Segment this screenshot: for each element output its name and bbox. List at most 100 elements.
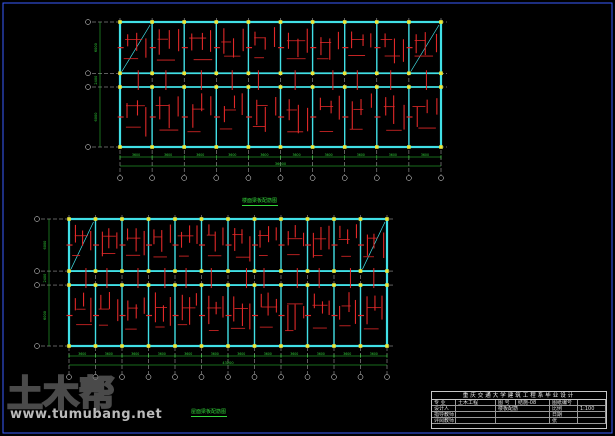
grid-axis-bubble: [119, 374, 125, 380]
column-mark: [375, 145, 379, 149]
column-mark: [375, 71, 379, 76]
tumubang-logo-icon: 土木帮: [6, 373, 116, 416]
grid-axis-bubble: [304, 374, 311, 380]
bay-dimension-label: 3600: [237, 352, 245, 356]
column-mark: [67, 283, 71, 287]
column-mark: [120, 344, 124, 348]
column-mark: [385, 269, 389, 273]
column-mark: [439, 71, 443, 76]
title-block-value: [456, 418, 496, 424]
column-mark: [93, 217, 98, 221]
grid-axis-bubble: [85, 84, 91, 90]
column-mark: [279, 344, 283, 348]
grid-axis-bubble: [213, 175, 220, 181]
title-block-value: [578, 412, 606, 418]
left-dimension-label: 6000: [43, 241, 47, 250]
title-block-label: [496, 418, 550, 424]
grid-axis-bubble: [85, 144, 91, 150]
left-dimension-label: 2400: [43, 274, 47, 283]
column-mark: [279, 217, 283, 221]
overall-dimension-label: 36000: [275, 162, 286, 166]
column-mark: [305, 269, 310, 273]
grid-axis-bubble: [198, 374, 205, 380]
column-mark: [118, 85, 122, 89]
column-mark: [407, 20, 411, 24]
column-mark: [146, 217, 151, 221]
column-mark: [332, 269, 336, 273]
grid-axis-bubble: [331, 374, 337, 380]
column-mark: [226, 344, 230, 348]
bay-dimension-label: 3600: [184, 352, 192, 356]
grid-axis-bubble: [117, 175, 123, 181]
column-mark: [439, 20, 443, 24]
column-mark: [305, 344, 310, 348]
column-mark: [182, 71, 186, 76]
column-mark: [279, 269, 283, 273]
grid-axis-bubble: [309, 175, 316, 181]
grid-axis-bubble: [85, 70, 91, 76]
bay-dimension-label: 3600: [325, 153, 333, 157]
column-mark: [214, 145, 219, 149]
bay-dimension-label: 3600: [389, 153, 397, 157]
column-mark: [214, 85, 219, 89]
column-mark: [252, 269, 257, 273]
column-mark: [150, 145, 154, 149]
column-mark: [358, 269, 363, 273]
grid-axis-bubble: [406, 175, 412, 181]
column-mark: [358, 344, 363, 348]
title-block-label: 比例: [550, 406, 578, 412]
column-mark: [332, 217, 336, 221]
column-mark: [358, 217, 363, 221]
column-mark: [150, 71, 154, 76]
plan-caption-lower: 屋面梁板配筋图: [191, 409, 227, 415]
column-mark: [310, 145, 315, 149]
column-mark: [226, 217, 230, 221]
bay-dimension-label: 3600: [421, 153, 429, 157]
column-mark: [146, 344, 151, 348]
column-mark: [246, 20, 251, 24]
title-block-label: [496, 412, 550, 418]
bay-dimension-label: 3600: [343, 352, 351, 356]
left-dimension-label: 6000: [94, 43, 98, 52]
column-mark: [150, 20, 154, 24]
column-mark: [278, 145, 283, 149]
bay-dimension-label: 3600: [290, 352, 298, 356]
bay-dimension-label: 3600: [164, 153, 172, 157]
left-dimension-label: 6000: [94, 113, 98, 122]
column-mark: [214, 71, 219, 76]
bay-dimension-label: 3600: [131, 352, 139, 356]
column-mark: [252, 217, 257, 221]
grid-axis-bubble: [34, 216, 40, 222]
title-block-value: [456, 412, 496, 418]
title-block-value: 1:100: [578, 406, 606, 412]
title-block: 重庆交通大学建筑工程系毕业设计 专 业 土木工程 图 号 结施-08 图纸编号 …: [431, 391, 607, 429]
column-mark: [246, 71, 251, 76]
column-mark: [199, 217, 204, 221]
bay-dimension-label: 3600: [292, 153, 300, 157]
title-block-label: 设计人: [432, 406, 456, 412]
title-block-label: 张: [550, 418, 578, 424]
column-mark: [199, 269, 204, 273]
column-mark: [278, 20, 283, 24]
column-mark: [407, 71, 411, 76]
bay-dimension-label: 3600: [105, 352, 113, 356]
column-mark: [342, 71, 347, 76]
column-mark: [93, 344, 98, 348]
bay-dimension-label: 3600: [260, 153, 268, 157]
grid-axis-bubble: [438, 175, 444, 181]
column-mark: [342, 85, 347, 89]
left-dimension-label: 2400: [94, 76, 98, 85]
title-block-value: 土木工程: [456, 400, 496, 406]
column-mark: [342, 20, 347, 24]
bay-dimension-label: 3600: [132, 153, 140, 157]
column-mark: [93, 283, 98, 287]
column-mark: [146, 269, 151, 273]
overall-dimension-label: 43200: [222, 361, 233, 365]
watermark-logo-text: 土木帮: [7, 374, 115, 415]
grid-axis-bubble: [278, 374, 284, 380]
column-mark: [67, 269, 71, 273]
column-mark: [173, 283, 177, 287]
column-mark: [310, 85, 315, 89]
grid-axis-bubble: [181, 175, 187, 181]
